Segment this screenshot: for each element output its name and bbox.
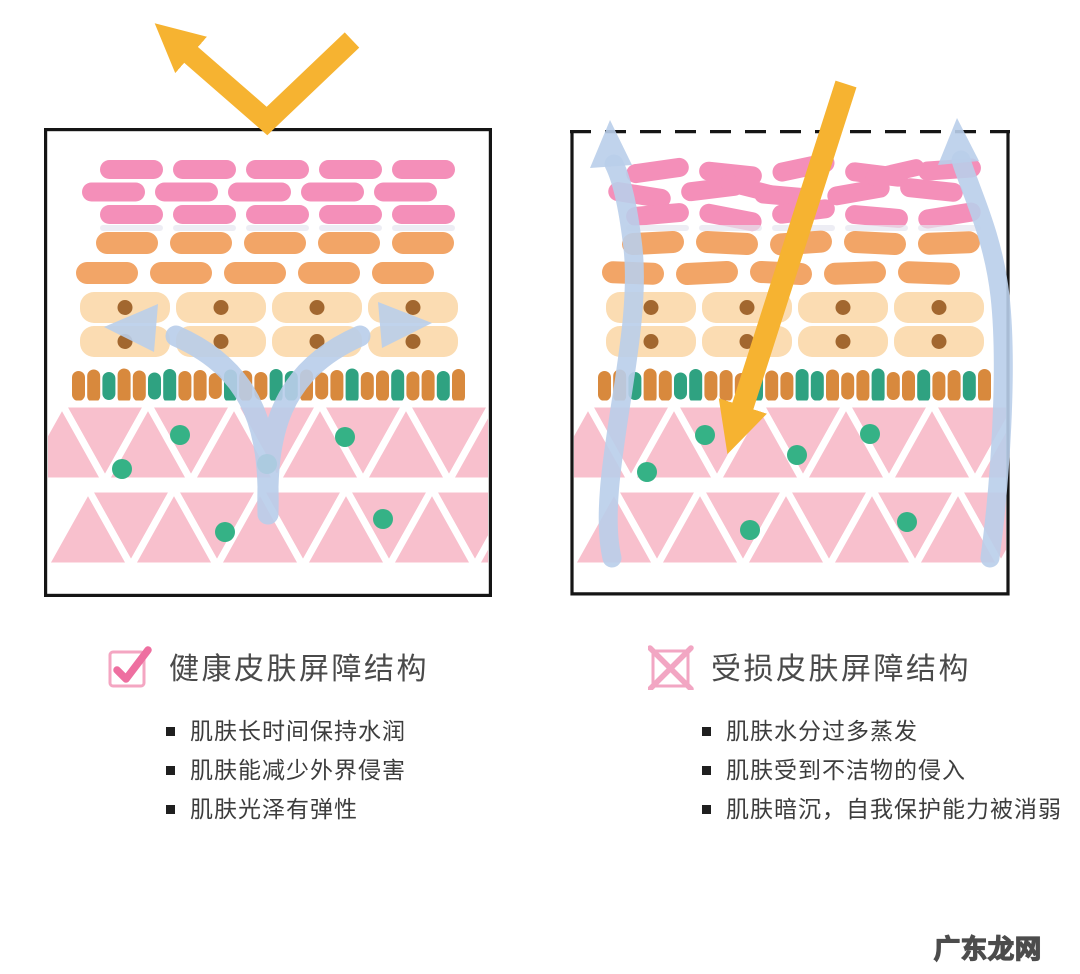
bullet-item: 肌肤水分过多蒸发 — [702, 712, 1062, 751]
checkbox-x-icon — [648, 645, 694, 690]
healthy-skin-diagram — [43, 23, 492, 597]
bullet-item: 肌肤光泽有弹性 — [166, 790, 406, 829]
damaged-title: 受损皮肤屏障结构 — [711, 653, 971, 686]
healthy-title: 健康皮肤屏障结构 — [169, 653, 429, 686]
watermark: 广东龙网 — [933, 933, 1042, 964]
damaged-bullets: 肌肤水分过多蒸发 肌肤受到不洁物的侵入 肌肤暗沉，自我保护能力被消弱 — [702, 712, 1062, 829]
bullet-item: 肌肤暗沉，自我保护能力被消弱 — [702, 790, 1062, 829]
damaged-skin-diagram — [570, 80, 1013, 597]
checkbox-check-icon — [108, 646, 152, 688]
bullet-item: 肌肤受到不洁物的侵入 — [702, 751, 1062, 790]
damaged-caption: 受损皮肤屏障结构 — [648, 642, 971, 690]
healthy-caption: 健康皮肤屏障结构 — [106, 642, 429, 690]
bullet-item: 肌肤能减少外界侵害 — [166, 751, 406, 790]
bullet-item: 肌肤长时间保持水润 — [166, 712, 406, 751]
healthy-bullets: 肌肤长时间保持水润 肌肤能减少外界侵害 肌肤光泽有弹性 — [166, 712, 406, 829]
